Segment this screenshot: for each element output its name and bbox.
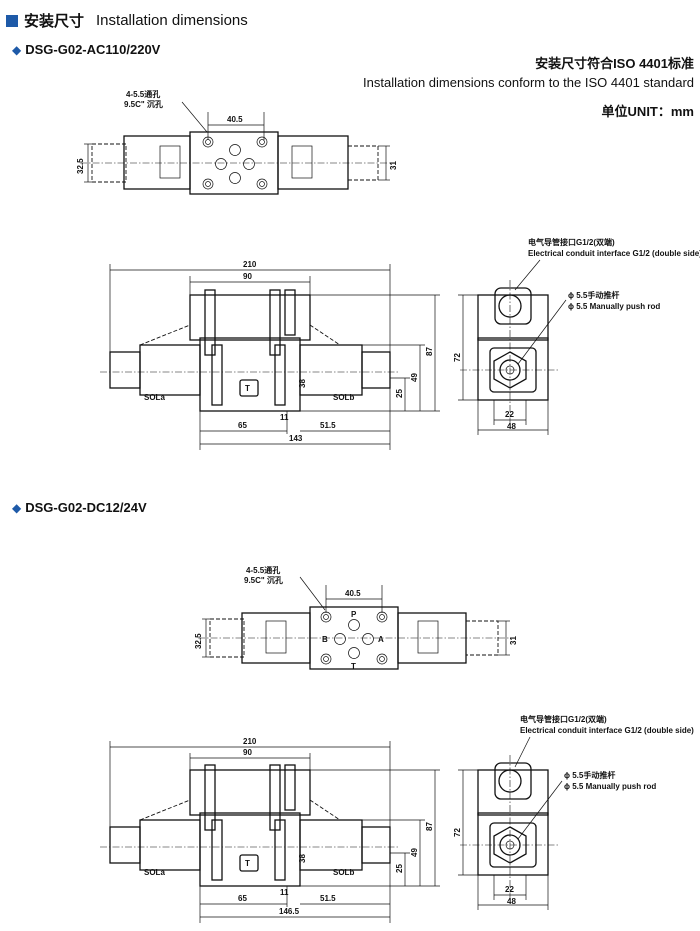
- svg-text:电气导管接口G1/2(双端): 电气导管接口G1/2(双端): [520, 714, 607, 724]
- dim-left: 65: [238, 894, 247, 903]
- header-title-en: Installation dimensions: [96, 12, 248, 29]
- svg-text:Electrical conduit interface G: Electrical conduit interface G1/2 (doubl…: [528, 249, 700, 258]
- svg-text:电气导管接口G1/2(双端): 电气导管接口G1/2(双端): [528, 237, 615, 247]
- dim-right: 51.5: [320, 894, 336, 903]
- sol-a-label: SOLa: [144, 393, 165, 402]
- dim-height-right: 31: [389, 161, 398, 170]
- square-bullet-icon: [6, 14, 18, 27]
- diamond-bullet-icon: ◆: [12, 42, 22, 57]
- dim-body: 90: [243, 272, 252, 281]
- port-t: T: [351, 662, 356, 671]
- dim-overall: 210: [243, 260, 257, 269]
- dim-h49: 49: [410, 848, 419, 857]
- end-view: 电气导管接口G1/2(双端) Electrical conduit interf…: [453, 714, 694, 910]
- section-header: 安装尺寸 Installation dimensions: [6, 10, 248, 31]
- header-title-cn: 安装尺寸: [24, 13, 85, 30]
- svg-text:ϕ 5.5手动推杆: ϕ 5.5手动推杆: [564, 770, 615, 780]
- hole-note: 4-5.5通孔 9.5C" 沉孔: [244, 565, 326, 611]
- svg-text:ϕ 5.5 Manually push rod: ϕ 5.5 Manually push rod: [564, 782, 656, 791]
- port-t-label: T: [245, 384, 250, 393]
- port-b: B: [322, 635, 328, 644]
- svg-text:ϕ 5.5手动推杆: ϕ 5.5手动推杆: [568, 290, 619, 300]
- port-p: P: [351, 610, 357, 619]
- model-name: DSG-G02-DC12/24V: [25, 500, 147, 515]
- dim-pitch: 40.5: [345, 589, 361, 598]
- diamond-bullet-icon: ◆: [12, 500, 22, 515]
- dim-h49: 49: [410, 373, 419, 382]
- dim-height-left: 32.5: [76, 158, 85, 174]
- dim-h72: 72: [453, 353, 462, 362]
- top-view: 40.5 P B A T 32.5 31: [194, 585, 518, 671]
- port-a: A: [378, 635, 384, 644]
- drawing-ac110-220v: 4-5.5通孔 9.5C" 沉孔 40.5: [76, 89, 700, 450]
- model-title-1: ◆ DSG-G02-AC110/220V: [12, 42, 160, 57]
- dim-height-right: 31: [509, 636, 518, 645]
- dim-w48: 48: [507, 897, 516, 906]
- dim-pitch: 40.5: [227, 115, 243, 124]
- dim-w22: 22: [505, 410, 514, 419]
- dim-total: 146.5: [279, 907, 300, 916]
- hole-note: 4-5.5通孔 9.5C" 沉孔: [124, 89, 208, 133]
- dim-h87: 87: [425, 822, 434, 831]
- model-title-2: ◆ DSG-G02-DC12/24V: [12, 500, 147, 515]
- svg-text:4-5.5通孔: 4-5.5通孔: [246, 565, 280, 575]
- drawing-dc12-24v: 4-5.5通孔 9.5C" 沉孔 40.5 P B A T: [100, 565, 694, 923]
- dim-w48: 48: [507, 422, 516, 431]
- unit-label: 单位UNIT：mm: [601, 104, 694, 119]
- sol-b-label: SOLb: [333, 868, 354, 877]
- dim-height-left: 32.5: [194, 633, 203, 649]
- side-view: 210 90 T SOLa SOLb 38 87: [100, 260, 440, 450]
- standard-en: Installation dimensions conform to the I…: [363, 75, 694, 90]
- dim-h87: 87: [425, 347, 434, 356]
- standard-cn: 安装尺寸符合ISO 4401标准: [535, 56, 694, 71]
- svg-text:9.5C" 沉孔: 9.5C" 沉孔: [244, 575, 283, 585]
- dim-h25: 25: [395, 864, 404, 873]
- svg-text:ϕ 5.5 Manually push rod: ϕ 5.5 Manually push rod: [568, 302, 660, 311]
- dim-h25: 25: [395, 389, 404, 398]
- dim-gap: 11: [280, 888, 289, 897]
- top-view: 40.5 32.5 31: [76, 112, 398, 195]
- dim-h38: 38: [298, 379, 307, 388]
- dim-h38: 38: [298, 854, 307, 863]
- dim-gap: 11: [280, 413, 289, 422]
- model-name: DSG-G02-AC110/220V: [25, 42, 161, 57]
- svg-text:9.5C" 沉孔: 9.5C" 沉孔: [124, 99, 163, 109]
- end-view: 电气导管接口G1/2(双端) Electrical conduit interf…: [453, 237, 700, 435]
- dim-total: 143: [289, 434, 303, 443]
- svg-text:Electrical conduit interface G: Electrical conduit interface G1/2 (doubl…: [520, 726, 694, 735]
- sol-b-label: SOLb: [333, 393, 354, 402]
- side-view: 210 90 T SOLa SOLb 38 87 49 25: [100, 737, 440, 923]
- svg-text:4-5.5通孔: 4-5.5通孔: [126, 89, 160, 99]
- standard-note: 安装尺寸符合ISO 4401标准 Installation dimensions…: [363, 54, 694, 121]
- dim-h72: 72: [453, 828, 462, 837]
- port-t-label: T: [245, 859, 250, 868]
- sol-a-label: SOLa: [144, 868, 165, 877]
- dim-right: 51.5: [320, 421, 336, 430]
- dim-overall: 210: [243, 737, 257, 746]
- dim-left: 65: [238, 421, 247, 430]
- dim-body: 90: [243, 748, 252, 757]
- dim-w22: 22: [505, 885, 514, 894]
